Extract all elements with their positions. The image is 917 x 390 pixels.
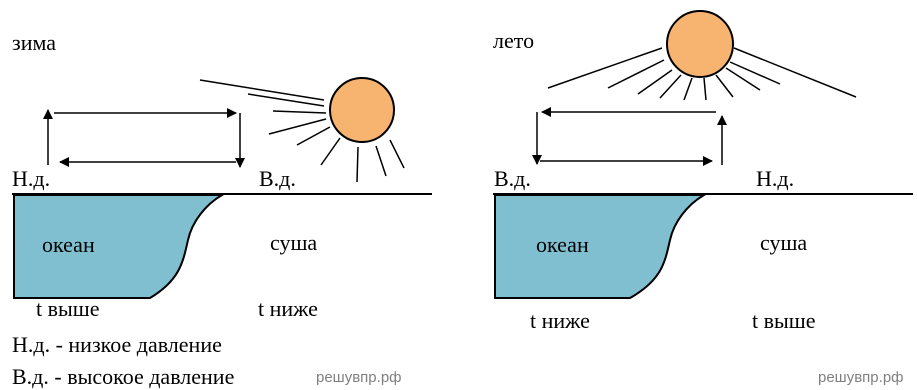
summer-land-label: суша bbox=[760, 230, 807, 255]
winter-ocean bbox=[13, 194, 226, 299]
winter-low-pressure-label: Н.д. bbox=[12, 166, 50, 191]
watermark-left: решувпр.рф bbox=[316, 369, 402, 386]
summer-ocean-label: океан bbox=[536, 232, 589, 257]
legend-high-pressure: В.д. - высокое давление bbox=[12, 364, 234, 389]
winter-land-temp-label: t ниже bbox=[258, 296, 318, 321]
summer-sun-rays bbox=[547, 47, 857, 101]
summer-ocean-temp-label: t ниже bbox=[530, 308, 590, 333]
summer-sun-disc bbox=[666, 10, 734, 78]
summer-land-temp-label: t выше bbox=[752, 308, 816, 333]
summer-season-label: лето bbox=[493, 28, 534, 53]
winter-sun bbox=[199, 77, 405, 183]
winter-season-label: зима bbox=[12, 30, 56, 55]
summer-high-pressure-label: В.д. bbox=[494, 166, 531, 191]
winter-panel: зима Н.д. bbox=[12, 30, 432, 321]
winter-sun-disc bbox=[329, 77, 395, 143]
summer-ocean bbox=[494, 194, 708, 299]
summer-panel: лето В.д. Н.д. bbox=[493, 10, 913, 333]
legend-low-pressure: Н.д. - низкое давление bbox=[12, 332, 222, 357]
winter-high-pressure-label: В.д. bbox=[259, 166, 296, 191]
summer-low-pressure-label: Н.д. bbox=[756, 166, 794, 191]
summer-circulation-arrows bbox=[532, 107, 727, 166]
winter-land-label: суша bbox=[270, 230, 317, 255]
winter-ocean-temp-label: t выше bbox=[36, 296, 100, 321]
winter-ocean-label: океан bbox=[42, 232, 95, 257]
summer-sun bbox=[547, 10, 857, 101]
winter-circulation-arrows bbox=[43, 108, 245, 168]
watermark-right: решувпр.рф bbox=[818, 369, 904, 386]
winter-sun-rays bbox=[199, 79, 405, 183]
